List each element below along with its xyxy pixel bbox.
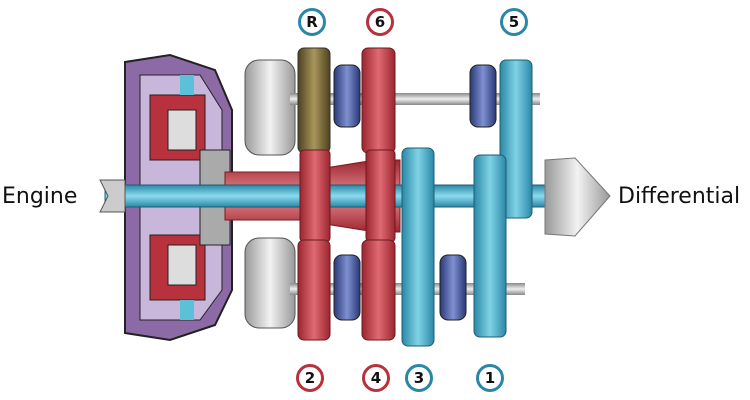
output-cone	[544, 157, 611, 237]
gear-3	[401, 147, 435, 347]
drive-disc-lower	[244, 237, 296, 329]
gear-label-4: 4	[362, 364, 390, 392]
gear-6	[361, 47, 396, 154]
even-drive-gear-b	[365, 149, 396, 243]
synchro-r6	[333, 64, 361, 128]
engine-input	[99, 179, 126, 213]
differential-label: Differential	[618, 184, 741, 209]
gear-1	[473, 154, 507, 338]
engine-label: Engine	[2, 184, 78, 209]
gear-label-5: 5	[500, 8, 528, 36]
gear-reverse	[297, 47, 331, 154]
even-drive-gear-a	[299, 149, 331, 243]
dual-clutch	[124, 53, 233, 342]
gear-4	[361, 239, 396, 341]
gear-label-1: 1	[476, 364, 504, 392]
synchro-24	[333, 254, 361, 321]
synchro-5	[469, 64, 497, 128]
gear-label-3: 3	[405, 364, 433, 392]
gear-label-2: 2	[296, 364, 324, 392]
gear-5	[499, 59, 533, 219]
gear-2	[297, 239, 331, 341]
gear-label-reverse: R	[298, 8, 326, 36]
drive-disc-upper	[244, 59, 296, 156]
synchro-13	[439, 254, 467, 321]
gear-label-6: 6	[366, 8, 394, 36]
